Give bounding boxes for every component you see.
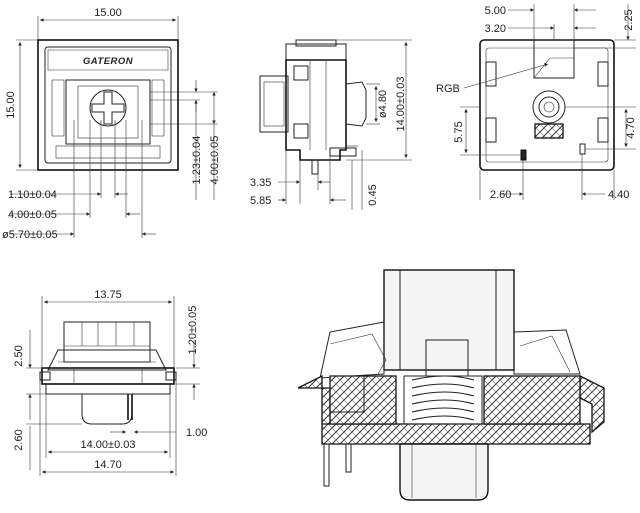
side-stem-right: [345, 81, 367, 127]
section-base: [321, 423, 591, 445]
dim-bottom-left: 5.75: [453, 121, 465, 142]
dim-front-outer: 14.70: [94, 459, 122, 471]
front-view: 13.75 2.50 1.20±0.05 2.60 1.00 14.00±0.0…: [13, 289, 207, 476]
section-upper-left: [319, 321, 385, 379]
spring-icon: [403, 375, 483, 425]
front-bottom-post: [81, 394, 133, 425]
side-view: ø4.80 14.00±0.03 0.45 3.35 5.85: [250, 39, 412, 210]
section-upper-right: [513, 329, 581, 375]
front-plate: [41, 367, 175, 385]
top-housing-outline: [37, 39, 179, 171]
dim-top-5: 4.00±0.05: [209, 136, 221, 185]
dim-front-left-bottom: 2.60: [13, 429, 25, 450]
dim-front-right: 1.20±0.05: [187, 306, 199, 355]
dim-bottom-top-a: 5.00: [485, 5, 506, 17]
dim-bottom-br: 4.40: [608, 189, 629, 201]
logo-gateron: GATERON: [83, 56, 134, 67]
top-housing-inner: [44, 46, 172, 164]
dim-top-3: ø5.70±0.05: [2, 229, 58, 241]
bottom-center-post: [532, 90, 566, 124]
dim-top-2: 4.00±0.05: [8, 209, 57, 221]
dim-side-total: 14.00±0.03: [395, 77, 407, 132]
top-view: GATERON 15.00 15.00 1.10±0.04 4.00: [2, 7, 221, 241]
section-pin-left: [323, 443, 330, 487]
dim-front-top: 13.75: [94, 289, 122, 301]
dim-bottom-right: 4.70: [625, 117, 637, 138]
section-stem: [383, 269, 515, 371]
dim-top-width: 15.00: [94, 7, 122, 19]
dim-bottom-bl: 2.60: [490, 189, 511, 201]
top-center-inner: [77, 85, 139, 139]
label-rgb: RGB: [436, 83, 460, 95]
dim-side-b: 5.85: [250, 195, 271, 207]
side-stem-left: [259, 75, 289, 133]
stem-circle: [89, 89, 127, 127]
dim-side-c: 0.45: [367, 184, 379, 205]
dim-front-left-top: 2.50: [13, 345, 25, 366]
front-top-housing: [47, 349, 167, 371]
top-clip-left: [51, 79, 65, 137]
section-bottom-post: [399, 443, 489, 501]
front-stem: [63, 321, 151, 363]
dim-bottom-corner: 2.25: [623, 9, 635, 30]
top-center-frame: [65, 79, 151, 145]
dim-top-1: 1.10±0.04: [8, 189, 57, 201]
dim-side-a: 3.35: [250, 177, 271, 189]
bottom-housing: [479, 39, 615, 171]
dim-front-inner: 14.00±0.03: [81, 439, 136, 451]
dim-top-4: 1.23±0.04: [191, 136, 203, 185]
section-pin-right: [345, 443, 352, 473]
logo-plate: [47, 49, 169, 71]
top-bottom-panel: [55, 145, 161, 159]
rgb-slot: [533, 39, 575, 79]
top-clip-right: [151, 79, 165, 137]
bottom-view: 5.00 3.20 2.25 RGB 5.75 4.70 2.60 4.40: [436, 4, 637, 201]
dim-bottom-top-b: 3.20: [485, 23, 506, 35]
side-housing: [285, 59, 347, 161]
dim-top-height: 15.00: [5, 91, 17, 119]
stem-cross-icon: [91, 91, 125, 125]
dim-side-stem: ø4.80: [377, 90, 389, 118]
section-view: [297, 269, 605, 501]
dim-front-pin: 1.00: [186, 427, 207, 439]
